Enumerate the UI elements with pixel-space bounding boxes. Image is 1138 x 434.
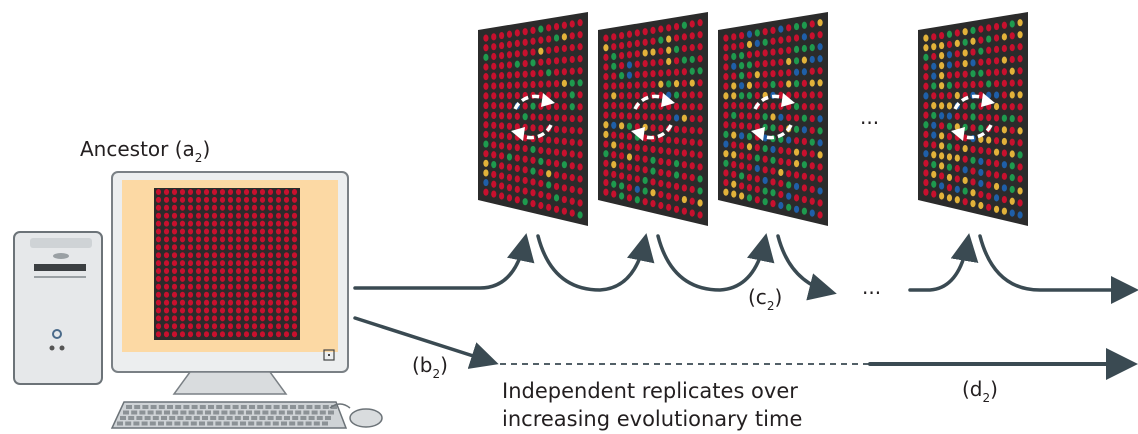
mouse-icon (329, 403, 383, 428)
generation-panel (918, 12, 1028, 226)
replicate-arrow (353, 316, 1138, 380)
label-d2: (d2) (962, 377, 998, 405)
replicates-caption-line2: increasing evolutionary time (502, 407, 802, 431)
generation-panel (478, 12, 588, 226)
label-c2: (c2) (748, 285, 782, 313)
label-b2: (b2) (412, 353, 448, 381)
evolution-line (353, 233, 1138, 304)
ancestor-label: Ancestor (a2) (80, 137, 210, 165)
population-panels (478, 12, 1028, 226)
computer-tower-icon (13, 231, 103, 385)
ellipsis-top: ... (860, 105, 879, 129)
generation-panel (598, 12, 708, 226)
keyboard-icon (110, 401, 348, 429)
replicates-caption-line1: Independent replicates over (502, 379, 798, 403)
generation-panel (718, 12, 828, 226)
ellipsis-middle: ... (862, 275, 881, 299)
ancestor-genome-grid (155, 189, 298, 338)
